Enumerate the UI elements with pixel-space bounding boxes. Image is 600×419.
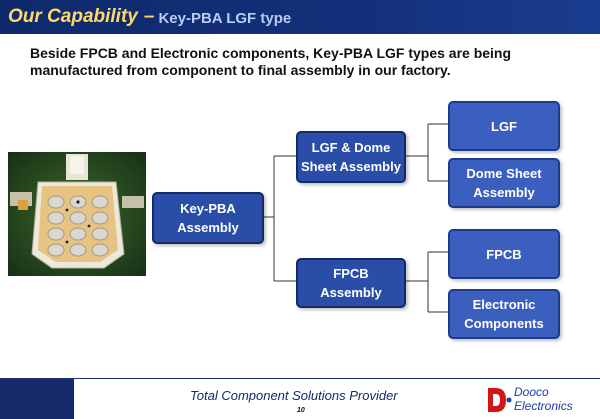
node-electronic-components: Electronic Components <box>448 289 560 339</box>
keypad-pcb-image <box>8 152 146 276</box>
node-dome-sheet-assembly: Dome Sheet Assembly <box>448 158 560 208</box>
slide-subtitle-heading: Key-PBA LGF type <box>158 10 292 27</box>
intro-text: Beside FPCB and Electronic components, K… <box>30 45 512 78</box>
company-logo: Dooco Electronics <box>486 384 596 416</box>
node-label: Electronic <box>472 297 536 312</box>
node-label: FPCB <box>486 246 522 262</box>
node-label: Assembly <box>177 220 239 235</box>
node-label: FPCB <box>333 266 369 281</box>
node-label: Assembly <box>473 185 535 200</box>
footer-tagline: Total Component Solutions Provider <box>190 388 398 403</box>
node-fpcb-assembly: FPCB Assembly <box>296 258 406 308</box>
slide-title: Our Capability <box>8 6 138 27</box>
node-label: Assembly <box>320 285 382 300</box>
title-bar: Our Capability – Key-PBA LGF type <box>0 0 600 34</box>
keypad-photo <box>8 152 146 276</box>
node-label: LGF & Dome <box>311 140 391 155</box>
node-lgf-dome-sheet-assembly: LGF & Dome Sheet Assembly <box>296 131 406 183</box>
node-label: Dome Sheet <box>466 166 542 181</box>
node-lgf: LGF <box>448 101 560 151</box>
page-number: 10 <box>297 407 305 414</box>
node-label: LGF <box>491 118 517 134</box>
node-label: Sheet Assembly <box>301 159 401 174</box>
logo-text-line2: Electronics <box>514 399 573 413</box>
node-label: Key-PBA <box>180 201 236 216</box>
logo-text-line1: Dooco <box>514 385 549 399</box>
footer-accent-block <box>0 379 74 419</box>
footer: Total Component Solutions Provider 10 Do… <box>0 378 600 419</box>
node-fpcb: FPCB <box>448 229 560 279</box>
title-separator: – <box>143 6 155 27</box>
node-label: Components <box>464 316 544 331</box>
node-key-pba-assembly: Key-PBA Assembly <box>152 192 264 244</box>
logo-mark-icon <box>488 388 512 412</box>
